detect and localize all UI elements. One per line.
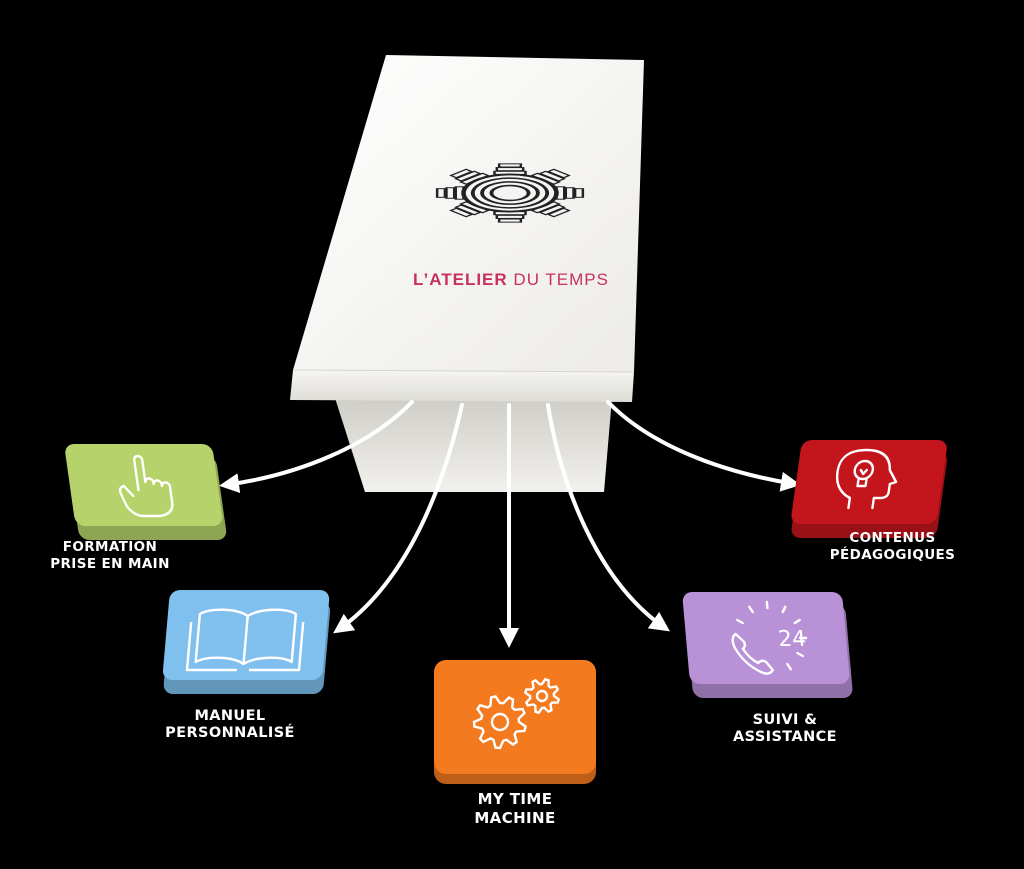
label-suivi: SUIVI & ASSISTANCE [700,712,870,746]
box-base [335,398,612,492]
label-contenus: CONTENUS PÉDAGOGIQUES [800,530,985,564]
tile-contenus [791,440,948,538]
large-gear-shape [472,695,527,750]
label-timemachine-line2: MACHINE [474,809,556,827]
open-book-icon [185,608,305,672]
pointing-hand-icon [118,454,174,518]
label-formation-line2: PRISE EN MAIN [50,556,170,572]
brand-name-light: DU TEMPS [508,270,609,289]
label-suivi-line2: ASSISTANCE [733,729,837,745]
label-suivi-line1: SUIVI & [752,712,818,728]
label-manuel-line1: MANUEL [194,708,266,724]
label-formation-line1: FORMATION [62,539,158,555]
product-box: L’ATELIER DU TEMPS [290,55,644,492]
box-lid-front [290,370,634,402]
gears-icon [472,677,561,750]
label-timemachine: MY TIME MACHINE [430,790,600,828]
arrow-to-suivi [546,403,670,632]
label-timemachine-line1: MY TIME [477,790,553,808]
tile-manuel [162,590,331,694]
tile-contenus-face [791,440,947,524]
phone-24-label: 24 [777,627,807,652]
label-manuel: MANUEL PERSONNALISÉ [135,708,325,742]
tile-timemachine-face [434,660,596,774]
label-contenus-line1: CONTENUS [849,530,936,546]
head-lightbulb-icon [835,448,898,510]
label-contenus-line2: PÉDAGOGIQUES [829,547,956,563]
phone-24-icon: 24 [731,600,807,675]
arrow-to-contenus [606,400,801,492]
tile-formation [65,444,227,540]
label-manuel-line2: PERSONNALISÉ [165,725,295,741]
clockwork-gear-logo [435,163,585,223]
tile-formation-face [65,444,223,526]
small-gear-shape [523,677,561,715]
brand-name-bold: L’ATELIER [413,270,508,289]
tile-timemachine [434,660,596,784]
arrows [219,400,801,648]
arrow-to-manuel [333,403,464,634]
tile-suivi: 24 [682,592,853,698]
brand-name: L’ATELIER DU TEMPS [413,270,609,289]
label-formation: FORMATION PRISE EN MAIN [20,539,200,573]
arrow-to-formation [219,400,414,494]
tile-suivi-face [682,592,850,684]
